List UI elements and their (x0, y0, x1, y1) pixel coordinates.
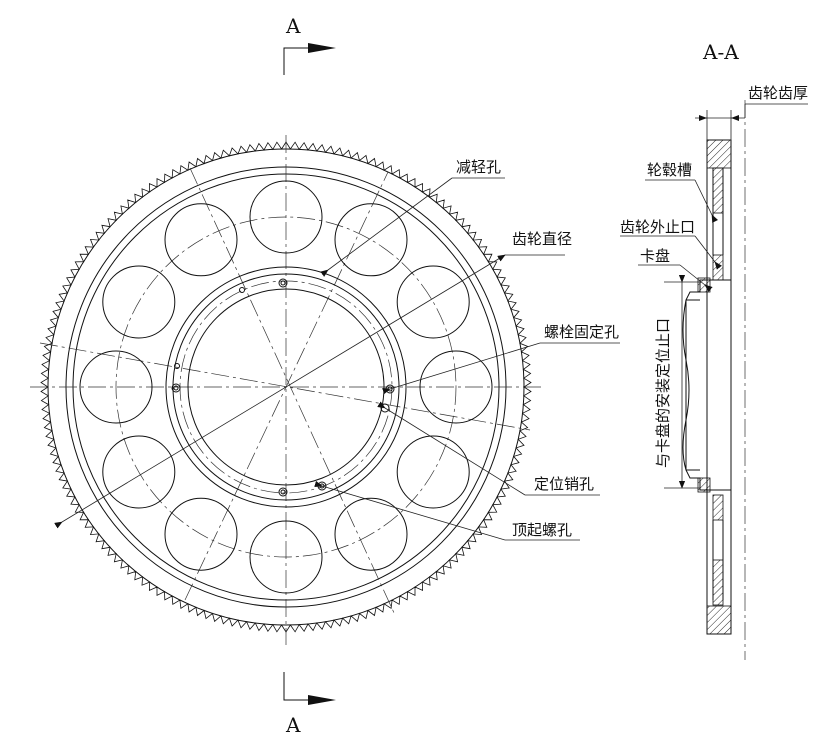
section-letter-bottom: A (285, 713, 301, 737)
gear-diameter-dim (54, 254, 506, 529)
section-letter-top: A (285, 14, 301, 38)
label-chuck-spigot: 与卡盘的安装定位止口 (654, 318, 672, 468)
label-gear-diameter: 齿轮直径 (512, 230, 572, 248)
front-view (30, 135, 545, 645)
label-bolt-hole: 螺栓固定孔 (544, 323, 619, 341)
jack-screw-leader (314, 480, 506, 541)
bolt-hole-leader (382, 342, 541, 395)
lightening-hole-leader (320, 177, 453, 277)
label-jack-screw-hole: 顶起螺孔 (512, 521, 572, 539)
lightening-hole (249, 180, 323, 254)
section-mark-top (283, 43, 336, 75)
label-locating-pin-hole: 定位销孔 (534, 475, 594, 493)
diag-centerline-3 (184, 171, 389, 601)
section-mark-bottom (283, 672, 336, 705)
diag-centerline-2 (189, 167, 396, 616)
locating-pin-leader (377, 401, 526, 496)
label-outer-spigot: 齿轮外止口 (620, 218, 695, 236)
section-view-title: A-A (702, 40, 739, 64)
label-lightening-hole: 减轻孔 (456, 158, 501, 176)
lightening-hole (396, 265, 470, 339)
label-hub-groove: 轮毂槽 (647, 161, 692, 179)
lightening-hole (334, 203, 408, 277)
label-chuck: 卡盘 (640, 247, 670, 265)
diag-centerline-1 (39, 342, 531, 431)
section-view (682, 100, 746, 660)
label-tooth-thickness: 齿轮齿厚 (748, 84, 808, 102)
